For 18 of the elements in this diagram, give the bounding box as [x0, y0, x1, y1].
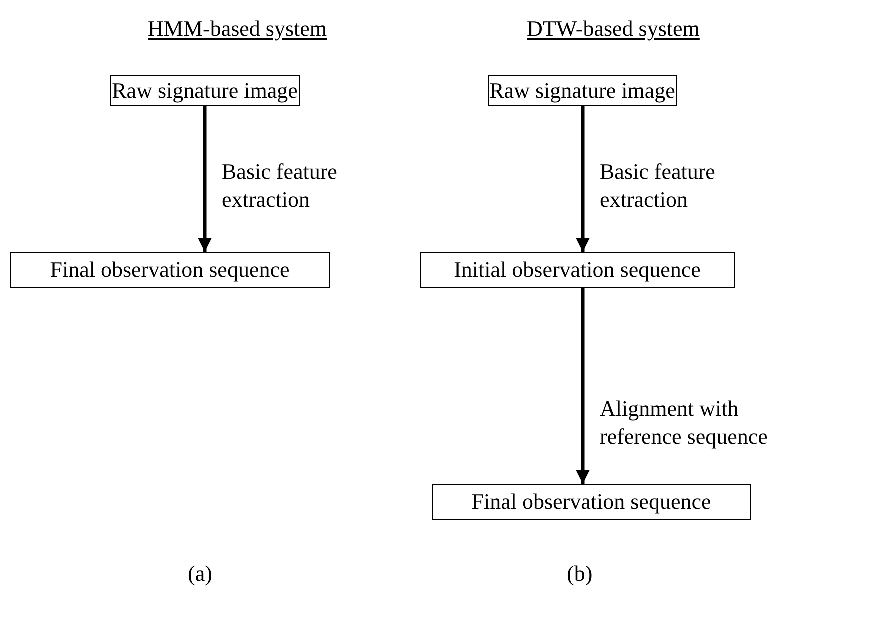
process-box [420, 252, 735, 288]
edge-label: Alignment with reference sequence [600, 395, 769, 450]
arrow [576, 106, 590, 252]
arrow [576, 288, 590, 484]
box-text: Initial observation sequence [454, 257, 701, 283]
arrow [198, 106, 212, 252]
edge-label: Basic feature extraction [222, 158, 338, 213]
box-text: Final observation sequence [472, 489, 712, 515]
edge-label: Basic feature extraction [600, 158, 716, 213]
process-box [10, 252, 330, 288]
process-box [432, 484, 751, 520]
box-text: Final observation sequence [50, 257, 290, 283]
panel-label: (a) [188, 563, 212, 585]
box-text: Raw signature image [490, 78, 676, 104]
panel-label: (b) [567, 563, 593, 585]
column-heading: HMM-based system [148, 18, 328, 40]
box-text: Raw signature image [112, 78, 298, 104]
column-heading: DTW-based system [527, 18, 700, 40]
